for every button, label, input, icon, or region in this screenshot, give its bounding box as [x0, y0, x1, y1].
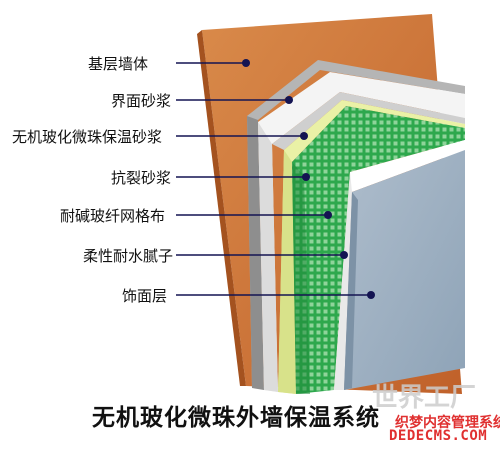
leader-dot-finish-layer [367, 291, 375, 299]
watermark-site-name: 织梦内容管理系统 [395, 415, 500, 431]
watermark-brand: 世界工厂 [372, 383, 477, 413]
leader-lines [176, 59, 375, 299]
watermark-site-url: DEDECMS.COM [389, 428, 488, 444]
finish-layer [344, 150, 465, 390]
label-insulation-mortar: 无机玻化微珠保温砂浆 [12, 128, 163, 146]
fiberglass-mesh-layer [292, 106, 465, 394]
label-base-wall: 基层墙体 [88, 55, 149, 73]
putty-layer [334, 140, 465, 390]
leader-dot-base-wall [242, 59, 250, 67]
leader-dot-insulation-mortar [300, 132, 308, 140]
leader-dot-interface-mortar [285, 96, 293, 104]
interface-mortar-layer [247, 60, 465, 390]
leader-dot-fiberglass-mesh [324, 211, 332, 219]
leader-dot-putty [340, 251, 348, 259]
insulation-mortar-layer [258, 72, 465, 392]
diagram-caption: 无机玻化微珠外墙保温系统 [92, 405, 380, 431]
label-interface-mortar: 界面砂浆 [111, 92, 172, 110]
label-finish-layer: 饰面层 [122, 287, 168, 305]
label-fiberglass-mesh: 耐碱玻纤网格布 [60, 207, 166, 225]
label-putty: 柔性耐水腻子 [83, 247, 174, 265]
anti-crack-mortar-layer [278, 100, 465, 394]
leader-dot-anti-crack-mortar [302, 173, 310, 181]
label-anti-crack-mortar: 抗裂砂浆 [111, 169, 172, 187]
